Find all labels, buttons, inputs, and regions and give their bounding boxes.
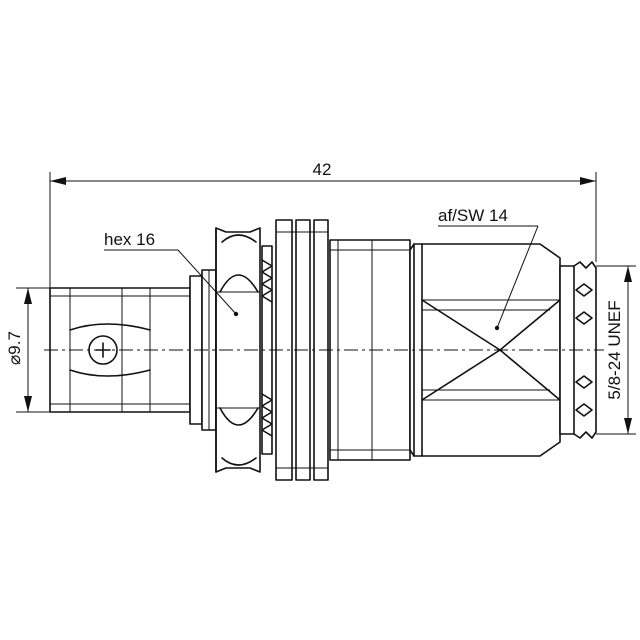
thread-dimension: 5/8-24 UNEF: [596, 265, 636, 435]
length-dimension: 42: [49, 160, 597, 290]
wrench-leader: af/SW 14: [438, 206, 539, 331]
hex-leader: hex 16: [104, 230, 239, 317]
diameter-dimension: ⌀9.7: [5, 287, 50, 413]
diameter-dimension-label: ⌀9.7: [5, 331, 24, 365]
thread-dimension-label: 5/8-24 UNEF: [605, 300, 624, 399]
length-dimension-label: 42: [313, 160, 332, 179]
hex-size-label: hex 16: [104, 230, 155, 249]
wrench-size-label: af/SW 14: [438, 206, 508, 225]
